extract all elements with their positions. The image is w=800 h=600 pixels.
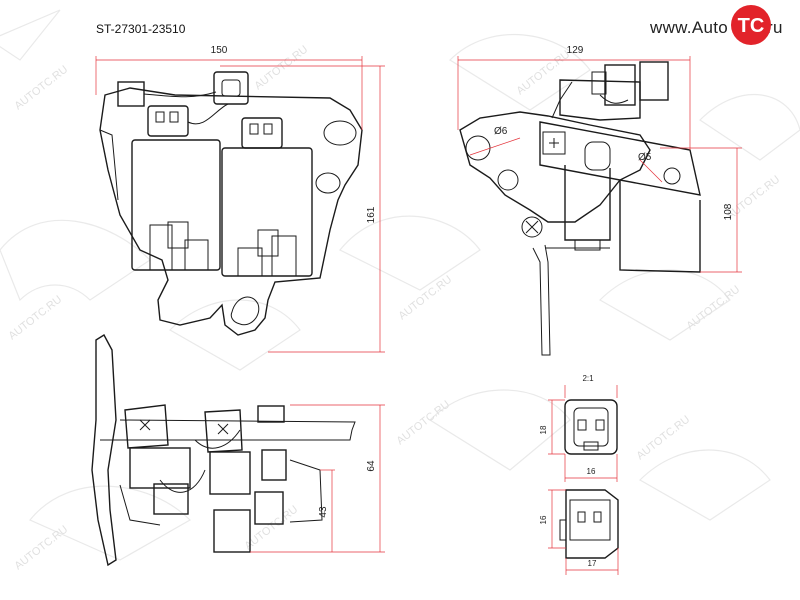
dimension-front-width: 150: [211, 45, 228, 56]
dimension-hole-large: Ø6: [494, 126, 508, 137]
hole-large: [465, 135, 491, 161]
brand-tc: TC: [738, 15, 765, 37]
watermark-layer: AUTOTC.RU AUTOTC.RU AUTOTC.RU AUTOTC.RU …: [0, 9, 800, 572]
part-number: ST-27301-23510: [96, 22, 186, 36]
watermark-text: AUTOTC.RU: [242, 503, 300, 552]
dimension-connector-side-height: 16: [539, 515, 548, 524]
watermark-text: AUTOTC.RU: [252, 43, 310, 92]
watermark-text: AUTOTC.RU: [396, 273, 454, 322]
connector-scale-ratio: 2:1: [582, 374, 594, 383]
watermark-text: AUTOTC.RU: [12, 523, 70, 572]
watermark-text: AUTOTC.RU: [12, 63, 70, 112]
autotc-logo-icon: TC: [731, 5, 771, 45]
front-view: 150 161: [95, 45, 385, 353]
dimension-side-height: 108: [723, 203, 734, 220]
dimension-connector-face-height: 18: [539, 425, 548, 434]
dimension-connector-face-width: 16: [587, 467, 596, 476]
watermark-text: AUTOTC.RU: [394, 398, 452, 447]
dimension-side-width: 129: [567, 45, 584, 56]
dimension-bottom-height-total: 64: [366, 460, 377, 472]
connector-side-view: 16 17: [539, 489, 619, 575]
dimension-hole-small: Ø5: [638, 152, 652, 163]
watermark-text: AUTOTC.RU: [6, 293, 64, 342]
dimension-connector-side-width: 17: [588, 559, 597, 568]
bottom-view: 64 43: [91, 334, 385, 567]
watermark-text: AUTOTC.RU: [684, 283, 742, 332]
side-view: 129 108 Ø6 Ø5: [457, 45, 742, 356]
watermark-text: AUTOTC.RU: [514, 48, 572, 97]
hole-small: [663, 167, 681, 185]
dimension-front-height: 161: [366, 206, 377, 223]
watermark-text: AUTOTC.RU: [634, 413, 692, 462]
connector-face-view: 2:1 18 16: [539, 374, 618, 482]
brand-www: www.Auto: [650, 18, 728, 37]
dimension-bottom-height-lower: 43: [318, 506, 329, 518]
